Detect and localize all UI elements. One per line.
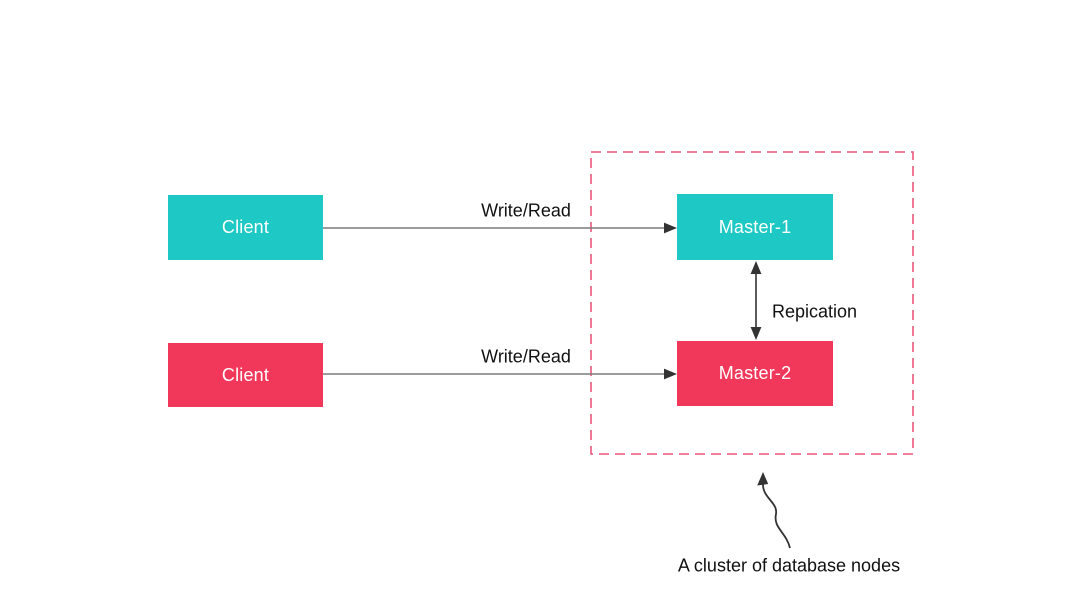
node-client-2-label: Client: [221, 364, 270, 385]
edge-label-replication: Repication: [772, 301, 858, 322]
node-master-2: Master-2: [677, 341, 833, 406]
node-client-2: Client: [168, 343, 323, 407]
node-master-1: Master-1: [677, 194, 833, 260]
edge-label-write-read-1: Write/Read: [481, 200, 571, 221]
arrowhead-replication-up: [750, 261, 762, 274]
node-master-1-label: Master-1: [718, 216, 792, 237]
node-client-1-label: Client: [221, 217, 270, 237]
arrowhead-client2-master2: [664, 368, 677, 380]
annotation-curved-arrow-line: [762, 482, 791, 549]
arrowhead-client1-master1: [664, 222, 677, 234]
node-master-2-label: Master-2: [718, 363, 792, 383]
node-client-1: Client: [168, 195, 323, 260]
annotation-cluster-caption: A cluster of database nodes: [677, 555, 901, 576]
arrowhead-replication-down: [750, 327, 762, 340]
annotation-arrowhead: [757, 472, 769, 486]
edge-label-write-read-2: Write/Read: [481, 346, 571, 367]
cluster-boundary-dashed-box: [590, 151, 914, 455]
